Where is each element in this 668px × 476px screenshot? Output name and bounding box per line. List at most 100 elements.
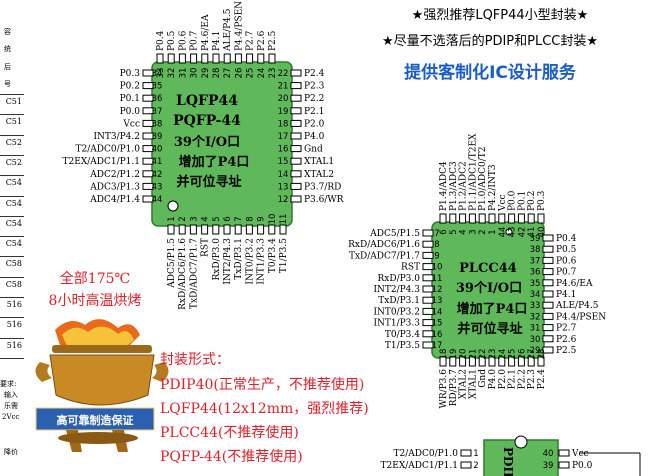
lqfp-bottom-pin-label: INT1/P3.3 bbox=[257, 238, 267, 285]
pin-number: 9 bbox=[257, 216, 267, 221]
pin-number: 24 bbox=[498, 349, 508, 360]
pin-number: 35 bbox=[530, 279, 541, 289]
plcc-left-pin-label: RxD/ADC6/P1.6 bbox=[348, 240, 420, 250]
pin-number: 29 bbox=[201, 68, 211, 79]
pin-pad bbox=[542, 335, 554, 343]
lqfp-top-pin-label: P0.7 bbox=[190, 30, 200, 51]
plcc-left-pin-label: INT1/P3.3 bbox=[373, 319, 420, 329]
lqfp-bottom-pin-label: RST bbox=[201, 238, 211, 257]
plcc-top-pin-label: P0.0 bbox=[508, 190, 518, 211]
pin-number: 19 bbox=[449, 349, 459, 360]
lqfp-right-pin-label: P4.0 bbox=[304, 132, 325, 142]
pin-number: 14 bbox=[278, 170, 289, 180]
pin-number: 40 bbox=[152, 145, 163, 155]
pin-pad bbox=[498, 213, 506, 224]
pin-pad bbox=[468, 356, 476, 367]
pin-pad bbox=[478, 356, 486, 367]
pin-number: 39 bbox=[543, 461, 554, 471]
pin-pad bbox=[178, 53, 186, 64]
plcc-top-pin-label: P1.3/ADC3 bbox=[449, 161, 459, 211]
pdip-notch bbox=[514, 435, 528, 449]
pin-number: 14 bbox=[432, 307, 443, 317]
lqfp-right-pin-label: P2.3 bbox=[304, 82, 325, 92]
plcc-left-pin-label: TxD/ADC7/P1.7 bbox=[349, 251, 420, 261]
pin-number: 23 bbox=[268, 68, 278, 79]
plcc-right-pin-label: P4.6/EA bbox=[556, 279, 593, 289]
plcc-bottom-pin-label: P2.2 bbox=[517, 369, 527, 389]
urn-label: 高可靠制造保证 bbox=[57, 413, 134, 427]
pin-pad bbox=[234, 224, 242, 235]
part-number-cell: C52 bbox=[0, 134, 24, 149]
pin-pad bbox=[439, 356, 447, 367]
pin-pad bbox=[542, 234, 554, 242]
lqfp-top-pin-label: P4.1 bbox=[212, 31, 222, 51]
plcc-top-pin-label: P1.2/ADC2 bbox=[459, 161, 469, 211]
part-number-cell: 516 bbox=[0, 337, 24, 352]
pin-number: 10 bbox=[268, 214, 278, 225]
package-heading: 封装形式： bbox=[160, 352, 230, 368]
pin-pad bbox=[508, 356, 516, 367]
plcc-p4-note: 增加了P4口 bbox=[457, 301, 528, 317]
lqfp-left-pin-label: Vcc bbox=[122, 119, 140, 129]
pin-number: 28 bbox=[537, 349, 547, 360]
pin-number: 42 bbox=[517, 227, 527, 238]
pin-pad bbox=[257, 224, 265, 235]
lqfp-right-pin-label: XTAL2 bbox=[304, 170, 334, 180]
plcc-bottom-pin-label: XTAL2 bbox=[459, 369, 469, 399]
pdip-right-pin-label: P0.0 bbox=[572, 461, 593, 471]
lqfp-top-pin-label: P0.5 bbox=[167, 30, 177, 51]
plcc-left-pin-label: RxD/P3.0 bbox=[378, 274, 421, 284]
pin-pad bbox=[290, 157, 302, 165]
pin-pad bbox=[223, 53, 231, 64]
pin1-dot bbox=[505, 228, 513, 236]
pin-number: 19 bbox=[278, 107, 289, 117]
pin-number: 18 bbox=[278, 119, 289, 129]
golden-urn-image: 高可靠制造保证 bbox=[35, 319, 169, 452]
pin-pad bbox=[268, 224, 276, 235]
aging-line-1: 全部175℃ bbox=[60, 270, 130, 287]
pin-pad bbox=[449, 213, 457, 224]
pin-number: 2 bbox=[478, 229, 488, 234]
lqfp-top-pin-label: P2.6 bbox=[257, 30, 267, 51]
lqfp-body bbox=[151, 61, 293, 227]
part-number-cell: C51 bbox=[0, 94, 24, 108]
lqfp-top-pin-label: P0.4 bbox=[156, 30, 166, 51]
pin-pad bbox=[290, 94, 302, 102]
lqfp-bit-note: 并可位寻址 bbox=[176, 174, 241, 190]
pin-pad bbox=[422, 319, 434, 327]
promo-line-2: ★尽量不选落后的PDIP和PLCC封装★ bbox=[382, 33, 598, 49]
pin-pad bbox=[190, 53, 198, 64]
pin-number: 2 bbox=[473, 461, 478, 471]
pin-number: 3 bbox=[468, 229, 478, 234]
pin-pad bbox=[142, 119, 154, 127]
pin-pad bbox=[290, 119, 302, 127]
pin-number: 44 bbox=[152, 195, 163, 205]
plcc-left-pin-label: ADC5/P1.5 bbox=[369, 229, 420, 239]
pin-number: 44 bbox=[498, 227, 508, 238]
pin-number: 8 bbox=[434, 240, 439, 250]
pin-number: 27 bbox=[527, 349, 537, 360]
plcc-bottom-pin-label: P2.4 bbox=[537, 369, 547, 390]
plcc-top-pin-label: P1.0/ADC0/T2 bbox=[478, 147, 488, 212]
promo-line-1: ★强烈推荐LQFP44小型封装★ bbox=[412, 8, 589, 23]
pin-number: 5 bbox=[449, 229, 459, 234]
pin-pad bbox=[498, 356, 506, 367]
pin-number: 17 bbox=[278, 132, 289, 142]
pin-pad bbox=[422, 240, 434, 248]
pin-number: 35 bbox=[152, 82, 163, 92]
plcc-left-pin-label: T1/P3.5 bbox=[385, 341, 420, 351]
urn-banner bbox=[35, 407, 155, 431]
package-item: LQFP44(12x12mm，强烈推荐) bbox=[160, 401, 369, 417]
pin-number: 36 bbox=[152, 94, 163, 104]
plcc-left-pin-label: TxD/P3.1 bbox=[378, 296, 420, 306]
part-number-cell: 516 bbox=[0, 297, 24, 311]
pin-number: 40 bbox=[537, 227, 547, 238]
plcc-right-pin-label: P2.7 bbox=[556, 324, 577, 334]
pin-pad bbox=[142, 182, 154, 190]
pin-pad bbox=[542, 346, 554, 354]
pin-pad bbox=[460, 449, 472, 457]
lqfp-right-pin-label: P2.1 bbox=[304, 107, 324, 117]
lqfp-p4-note: 增加了P4口 bbox=[179, 154, 250, 170]
plcc-right-pin-label: P2.6 bbox=[556, 335, 577, 345]
lqfp-right-pin-label: P2.2 bbox=[304, 94, 324, 104]
